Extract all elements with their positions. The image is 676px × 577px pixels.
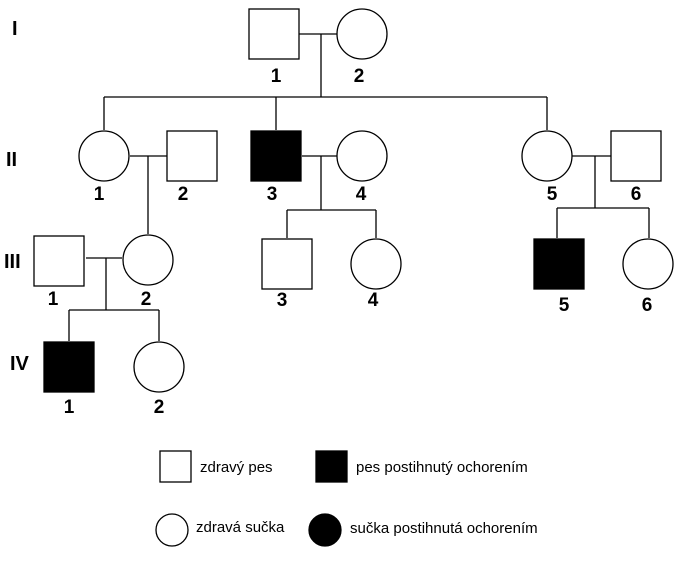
individual-III-1-square xyxy=(33,235,85,287)
legend-healthy-female-label: zdravá sučka xyxy=(196,519,285,536)
individual-II-5-circle xyxy=(521,130,573,182)
generation-label-II: II xyxy=(6,149,17,171)
individual-number-II-2: 2 xyxy=(178,184,189,205)
individual-number-III-5: 5 xyxy=(559,295,570,316)
generation-label-III: III xyxy=(4,251,21,273)
legend-healthy-male-symbol xyxy=(159,450,192,483)
individual-III-3-square xyxy=(261,238,313,290)
individual-number-III-6: 6 xyxy=(642,295,653,316)
individual-number-III-1: 1 xyxy=(48,289,59,310)
individual-IV-1-square xyxy=(43,341,95,393)
individual-number-II-4: 4 xyxy=(356,184,367,205)
legend-healthy-male-label: zdravý pes xyxy=(200,459,273,476)
individuals: 1 2 1 2 3 4 5 6 1 2 3 4 5 6 1 2 xyxy=(33,8,674,418)
individual-number-III-4: 4 xyxy=(368,290,379,311)
individual-number-I-2: 2 xyxy=(354,66,365,87)
individual-III-6-circle xyxy=(622,238,674,290)
generation-label-IV: IV xyxy=(10,353,30,375)
individual-IV-2-circle xyxy=(133,341,185,393)
individual-number-IV-2: 2 xyxy=(154,397,165,418)
individual-number-II-3: 3 xyxy=(267,184,278,205)
individual-III-4-circle xyxy=(350,238,402,290)
individual-I-2-circle xyxy=(336,8,388,60)
legend: zdravý pes pes postihnutý ochorením zdra… xyxy=(155,450,538,547)
legend-healthy-female-symbol xyxy=(155,513,189,547)
individual-II-1-circle xyxy=(78,130,130,182)
legend-affected-male-symbol xyxy=(315,450,348,483)
individual-I-1-square xyxy=(248,8,300,60)
legend-affected-female-label: sučka postihnutá ochorením xyxy=(350,520,538,537)
individual-III-5-square xyxy=(533,238,585,290)
individual-number-II-5: 5 xyxy=(547,184,558,205)
individual-number-I-1: 1 xyxy=(271,66,282,87)
pedigree-lines xyxy=(68,33,650,341)
individual-number-II-6: 6 xyxy=(631,184,642,205)
individual-II-4-circle xyxy=(336,130,388,182)
individual-number-IV-1: 1 xyxy=(64,397,75,418)
individual-II-6-square xyxy=(610,130,662,182)
legend-affected-male-label: pes postihnutý ochorením xyxy=(356,459,528,476)
individual-number-III-2: 2 xyxy=(141,289,152,310)
individual-number-II-1: 1 xyxy=(94,184,105,205)
legend-affected-female-symbol xyxy=(308,513,342,547)
individual-II-3-square xyxy=(250,130,302,182)
individual-II-2-square xyxy=(166,130,218,182)
individual-III-2-circle xyxy=(122,234,174,286)
individual-number-III-3: 3 xyxy=(277,290,288,311)
generation-label-I: I xyxy=(12,18,18,40)
